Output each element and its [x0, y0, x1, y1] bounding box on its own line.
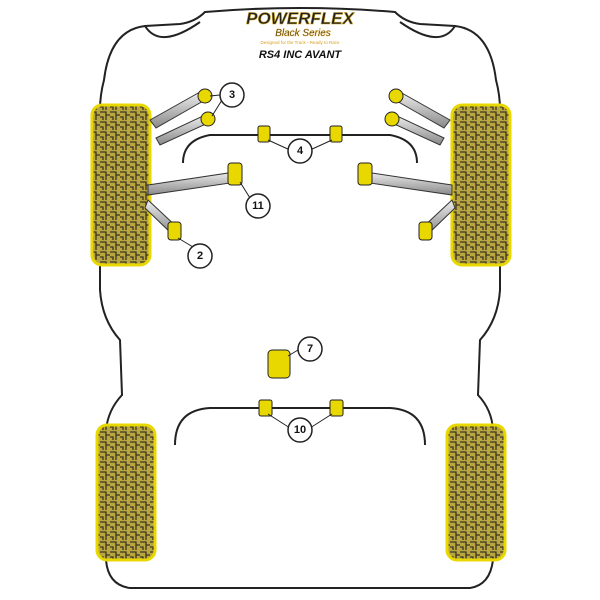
svg-text:2: 2: [197, 250, 203, 262]
bush-2-right: [418, 221, 433, 241]
car-body-outline: [99, 7, 501, 589]
svg-text:Black Series: Black Series: [275, 28, 331, 39]
model-title: RS4 INC AVANT: [259, 49, 343, 61]
rear-anti-roll-bar: [174, 407, 426, 446]
bush-2-left: [167, 221, 182, 241]
rear-right-wheel: [445, 423, 507, 562]
callout-4: 4: [287, 138, 313, 164]
bush-7: [267, 349, 291, 379]
front-left-fender: [144, 21, 201, 39]
svg-text:3: 3: [229, 89, 235, 101]
front-right-fender: [399, 21, 456, 39]
bush-4-left: [257, 125, 271, 143]
bush-11-left: [227, 162, 243, 186]
bush-10-left: [258, 399, 273, 417]
upper-arms: [144, 91, 456, 235]
front-anti-roll-bar: [182, 134, 418, 164]
svg-text:11: 11: [252, 200, 264, 212]
svg-text:Designed for the Track - Ready: Designed for the Track - Ready to Race: [260, 40, 340, 45]
callout-7: 7: [297, 336, 323, 362]
bush-right-lower: [384, 111, 400, 127]
bush-right-upper: [388, 88, 404, 104]
leader-lines: [177, 94, 333, 429]
bush-3-upper: [197, 88, 213, 104]
svg-text:7: 7: [307, 343, 313, 355]
svg-text:10: 10: [294, 424, 306, 436]
front-left-wheel: [90, 103, 152, 267]
callout-10: 10: [287, 417, 313, 443]
bush-3-lower: [200, 111, 216, 127]
rear-left-wheel: [95, 423, 157, 562]
front-right-wheel: [450, 103, 512, 267]
bush-10-right: [329, 399, 344, 417]
callout-11: 11: [245, 193, 271, 219]
svg-text:POWERFLEX: POWERFLEX: [246, 9, 355, 28]
bush-4-right: [329, 125, 343, 143]
powerflex-logo: POWERFLEX Black Series Designed for the …: [246, 9, 356, 45]
callout-3: 3: [219, 82, 245, 108]
bush-11-right: [357, 162, 373, 186]
bushes: [167, 88, 433, 417]
svg-text:4: 4: [297, 145, 304, 157]
callout-2: 2: [187, 243, 213, 269]
